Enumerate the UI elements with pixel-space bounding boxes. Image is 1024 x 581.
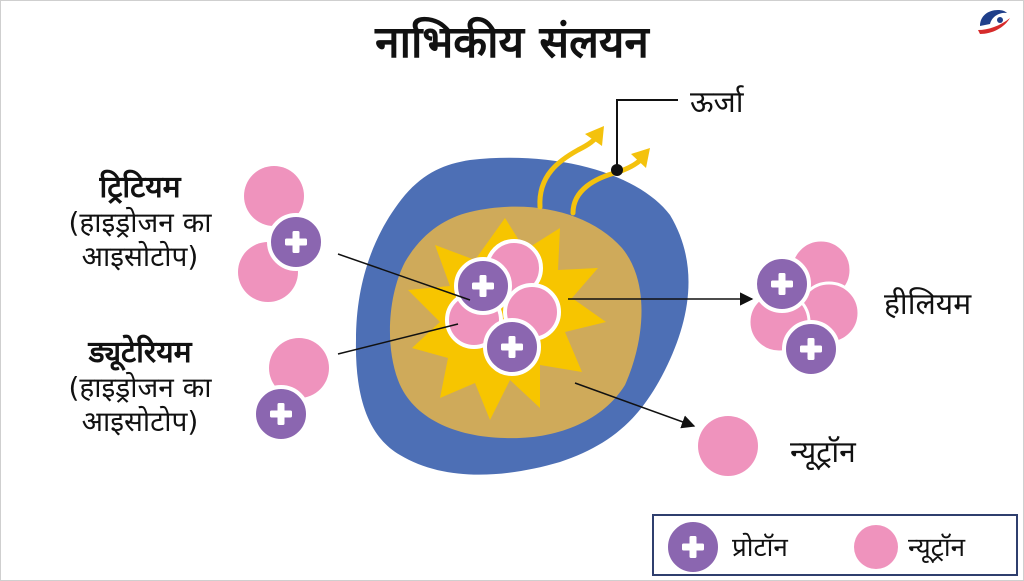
tritium-pointer-line	[337, 253, 471, 301]
energy-arrowhead	[631, 148, 650, 168]
deuterium-pointer-line	[337, 323, 459, 355]
tritium-sub-line2: आइसोटोप)	[81, 240, 199, 273]
energy-leader-dot	[611, 164, 623, 176]
deuterium-proton	[252, 385, 310, 443]
brand-logo-icon	[978, 10, 1010, 34]
deuterium-name: ड्यूटेरियम	[88, 335, 192, 370]
deuterium-label: ड्यूटेरियम (हाइड्रोजन का आइसोटोप)	[20, 330, 260, 439]
legend-neutron-label: न्यूट्रॉन	[908, 533, 966, 563]
legend-proton-label: प्रोटॉन	[732, 533, 788, 563]
diagram-title: नाभिकीय संलयन	[375, 17, 649, 68]
tritium-sub-line1: (हाइड्रोजन का	[68, 206, 212, 239]
neutron-label: न्यूट्रॉन	[790, 435, 856, 470]
legend: प्रोटॉन न्यूट्रॉन	[652, 514, 1018, 576]
neutron-arrow	[574, 382, 696, 429]
deuterium-sub-line2: आइसोटोप)	[81, 405, 199, 438]
legend-neutron-icon	[854, 525, 898, 569]
core-proton	[454, 257, 512, 315]
core-proton	[483, 318, 541, 376]
tritium-label: ट्रिटियम (हाइड्रोजन का आइसोटोप)	[20, 165, 260, 274]
tritium-proton	[267, 213, 325, 271]
energy-leader-line	[616, 99, 678, 170]
helium-proton	[782, 320, 840, 378]
tritium-neutron	[244, 166, 304, 226]
helium-label: हीलियम	[884, 287, 972, 322]
free-neutron	[698, 416, 758, 476]
energy-label: ऊर्जा	[690, 85, 744, 120]
deuterium-neutron	[269, 338, 329, 398]
helium-proton	[753, 255, 811, 313]
energy-arrowhead	[585, 126, 604, 146]
tritium-name: ट्रिटियम	[99, 170, 181, 205]
deuterium-sub-line1: (हाइड्रोजन का	[68, 371, 212, 404]
